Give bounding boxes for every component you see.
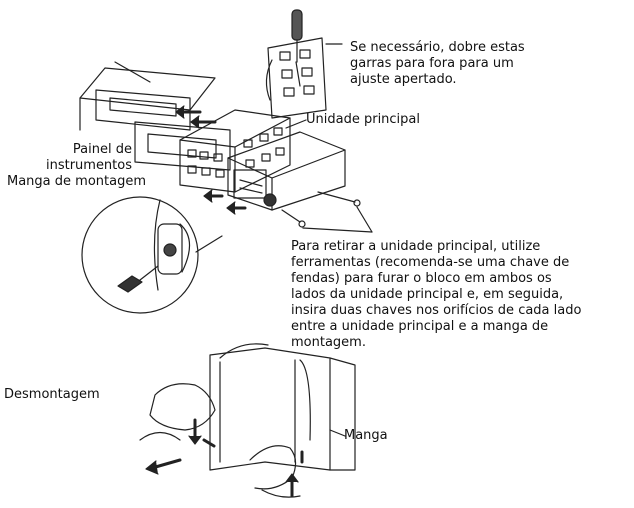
dashboard-label-line: instrumentos <box>45 158 132 173</box>
sleeve-label: Manga de montagem <box>7 174 146 189</box>
dashboard-label: Painel de instrumentos <box>40 142 132 174</box>
fold-note-line: garras para fora para um <box>350 56 514 71</box>
dashboard-panel <box>79 61 231 171</box>
magnified-detail <box>81 196 199 314</box>
disassembly-label: Desmontagem <box>4 387 100 402</box>
sleeve-tabs-detail <box>265 37 327 119</box>
disassembly-illustration <box>139 343 356 498</box>
mounting-sleeve <box>179 109 291 193</box>
screwdriver-icon <box>117 265 159 293</box>
manga-label: Manga <box>344 428 388 443</box>
dashboard-label-line: Painel de <box>72 142 132 157</box>
screw-icon <box>317 191 361 207</box>
main-unit <box>227 131 346 211</box>
removal-note-line: entre a unidade principal e a manga de <box>291 319 549 334</box>
removal-note-line: insira duas chaves nos orifícios de cada… <box>291 303 582 318</box>
fold-note: Se necessário, dobre estas garras para f… <box>350 40 525 88</box>
fold-note-line: ajuste apertado. <box>350 72 457 87</box>
removal-note-line: lados da unidade principal e, em seguida… <box>291 287 564 302</box>
removal-note-line: ferramentas (recomenda-se uma chave de <box>291 255 570 270</box>
fold-note-line: Se necessário, dobre estas <box>350 40 525 55</box>
removal-note-line: montagem. <box>291 335 366 350</box>
screw-icon <box>281 209 306 228</box>
screwdriver-top-icon <box>291 9 303 63</box>
removal-note-line: fendas) para furar o bloco em ambos os <box>291 271 552 286</box>
removal-note: Para retirar a unidade principal, utiliz… <box>291 239 581 351</box>
main-unit-label: Unidade principal <box>306 112 421 127</box>
removal-note-line: Para retirar a unidade principal, utiliz… <box>291 239 541 254</box>
